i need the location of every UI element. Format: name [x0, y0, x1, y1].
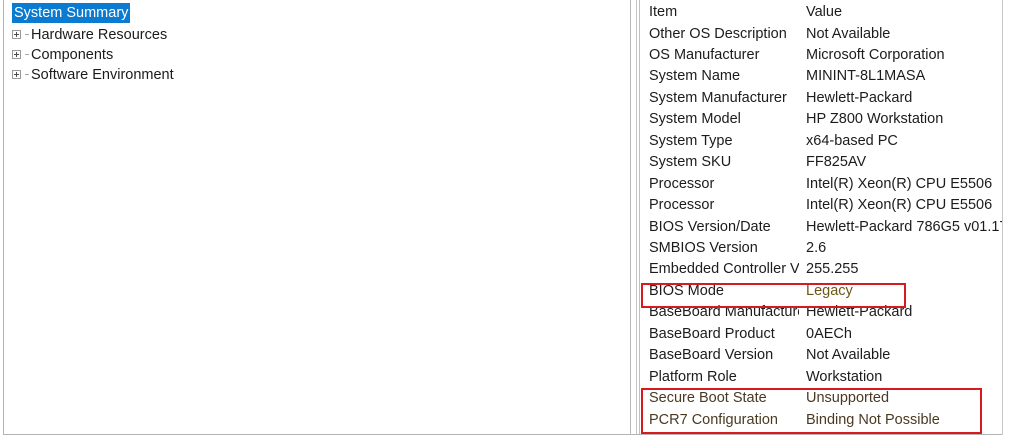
list-row[interactable]: BaseBoard Manufacturer Hewlett-Packard: [641, 302, 1002, 323]
list-row-item: SMBIOS Version: [649, 240, 758, 256]
list-row-value: 255.255: [806, 261, 859, 278]
list-row-value: x64-based PC: [806, 132, 898, 149]
window-left-border: [3, 0, 4, 435]
list-row[interactable]: Processor Intel(R) Xeon(R) CPU E5506: [641, 195, 1002, 216]
plus-box-icon[interactable]: [12, 49, 21, 59]
list-row-value: Not Available: [806, 347, 891, 364]
list-row[interactable]: Processor Intel(R) Xeon(R) CPU E5506: [641, 174, 1002, 195]
list-row-item: Embedded Controller V...: [649, 261, 799, 278]
list-row-item: Processor: [649, 197, 715, 214]
list-row[interactable]: BIOS Mode Legacy: [641, 281, 1002, 302]
list-row-item: System Manufacturer: [649, 89, 787, 106]
window-right-border: [1002, 0, 1003, 435]
column-header-item: Item: [649, 4, 678, 20]
tree-item-software-environment-label: Software Environment: [31, 67, 174, 83]
tree-connector-line: [25, 53, 29, 55]
list-row-item: System Type: [649, 132, 733, 149]
list-row-item: BaseBoard Version: [649, 347, 774, 364]
list-row-item: BaseBoard Manufacturer: [649, 304, 799, 321]
window-bottom-border: [3, 434, 1003, 435]
list-row[interactable]: SMBIOS Version 2.6: [641, 238, 1002, 259]
list-row[interactable]: Embedded Controller V... 255.255: [641, 259, 1002, 280]
list-row-value: Workstation: [806, 368, 883, 385]
list-row[interactable]: BIOS Version/Date Hewlett-Packard 786G5 v…: [641, 217, 1002, 238]
list-row-item: Processor: [649, 175, 715, 192]
list-row[interactable]: System Manufacturer Hewlett-Packard: [641, 88, 1002, 109]
list-row-item: OS Manufacturer: [649, 46, 760, 63]
list-row[interactable]: Secure Boot State Unsupported: [641, 388, 1002, 409]
tree-item-system-summary[interactable]: System Summary: [12, 3, 131, 23]
list-row[interactable]: BaseBoard Version Not Available: [641, 345, 1002, 366]
list-row-value: Intel(R) Xeon(R) CPU E5506: [806, 197, 993, 214]
list-row-value: Intel(R) Xeon(R) CPU E5506: [806, 175, 993, 192]
navigation-tree-panel[interactable]: System Summary Hardware Resources Compon…: [4, 0, 631, 434]
list-row[interactable]: Platform Role Workstation: [641, 367, 1002, 388]
list-row[interactable]: Other OS Description Not Available: [641, 24, 1002, 45]
plus-box-icon[interactable]: [12, 29, 21, 39]
list-row[interactable]: System Type x64-based PC: [641, 131, 1002, 152]
plus-box-icon[interactable]: [12, 69, 21, 79]
list-row[interactable]: OS Manufacturer Microsoft Corporation: [641, 45, 1002, 66]
tree-item-software-environment[interactable]: Software Environment: [12, 65, 174, 85]
list-row[interactable]: System SKU FF825AV: [641, 152, 1002, 173]
list-row[interactable]: System Model HP Z800 Workstation: [641, 109, 1002, 130]
list-row[interactable]: PCR7 Configuration Binding Not Possible: [641, 410, 1002, 431]
list-row-value: Hewlett-Packard: [806, 89, 913, 106]
list-row-value: MININT-8L1MASA: [806, 68, 926, 85]
splitter-line-left: [636, 0, 637, 434]
list-row-item: System Model: [649, 111, 741, 128]
tree-connector-line: [25, 73, 29, 75]
list-row-item: System Name: [649, 68, 741, 85]
list-column-header[interactable]: Item Value: [641, 2, 1002, 23]
tree-connector-line: [25, 33, 29, 35]
list-row-item: BaseBoard Product: [649, 325, 775, 342]
list-row-value: Hewlett-Packard 786G5 v01.17, 8,: [806, 218, 1002, 235]
tree-panel-border: [630, 0, 631, 434]
splitter-line-right: [639, 0, 640, 434]
list-row-item: Platform Role: [649, 368, 737, 385]
tree-item-hardware-resources[interactable]: Hardware Resources: [12, 25, 167, 45]
list-row-item: Other OS Description: [649, 25, 787, 42]
tree-item-hardware-resources-label: Hardware Resources: [31, 27, 168, 43]
column-header-value: Value: [806, 4, 843, 20]
list-row-item: PCR7 Configuration: [649, 411, 778, 428]
tree-item-system-summary-label: System Summary: [12, 3, 131, 23]
list-row-value: HP Z800 Workstation: [806, 111, 944, 128]
list-row[interactable]: System Name MININT-8L1MASA: [641, 66, 1002, 87]
list-row-value: Legacy: [806, 282, 853, 299]
list-row-value: Microsoft Corporation: [806, 46, 945, 63]
list-row-value: 0AECh: [806, 325, 852, 342]
tree-item-components-label: Components: [31, 47, 114, 63]
list-row-item: BIOS Version/Date: [649, 218, 771, 235]
list-row-value: 2.6: [806, 240, 827, 256]
list-row-item: System SKU: [649, 154, 732, 171]
list-row-value: Not Available: [806, 25, 891, 42]
list-row-value: FF825AV: [806, 154, 867, 171]
list-row[interactable]: BaseBoard Product 0AECh: [641, 324, 1002, 345]
list-row-value: Binding Not Possible: [806, 411, 940, 428]
list-row-value: Unsupported: [806, 390, 890, 407]
list-row-item: Secure Boot State: [649, 390, 767, 407]
list-row-item: BIOS Mode: [649, 282, 724, 299]
tree-item-components[interactable]: Components: [12, 45, 113, 65]
list-row-value: Hewlett-Packard: [806, 304, 913, 321]
